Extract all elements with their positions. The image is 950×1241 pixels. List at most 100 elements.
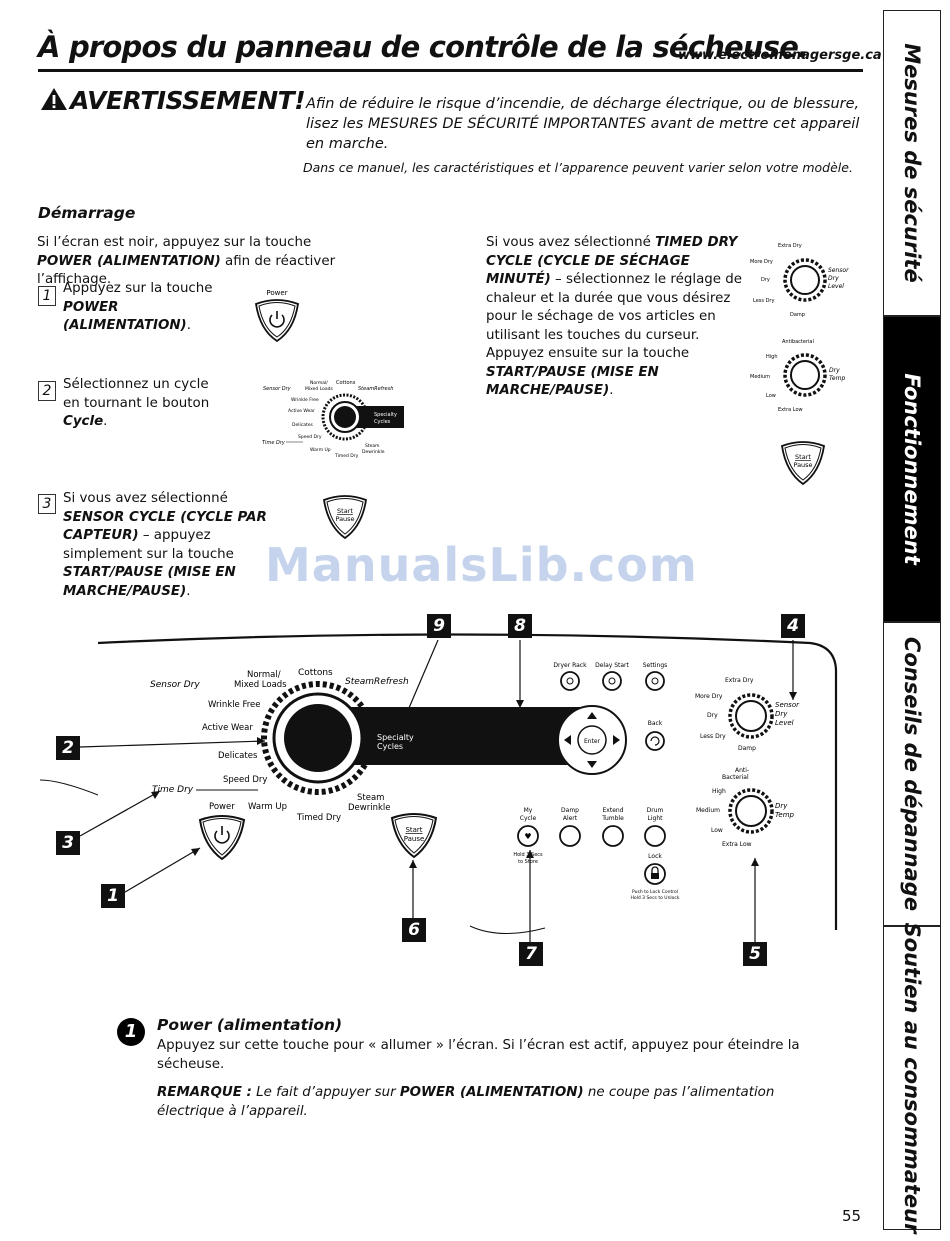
label-anti: Anti-	[735, 767, 749, 774]
warning-label: AVERTISSEMENT!	[70, 86, 306, 115]
arrow-head-7	[526, 850, 534, 858]
drum-light-button[interactable]	[644, 825, 666, 847]
my-cycle-button[interactable]: ♥	[517, 825, 539, 847]
navigation-pad[interactable]: Enter	[557, 705, 627, 775]
label-my-1: My	[524, 807, 533, 814]
start-pause-button[interactable]: Start Pause	[390, 813, 438, 859]
label-timed-dry: Timed Dry	[296, 813, 341, 823]
mini-cottons: Cottons	[336, 380, 356, 386]
arrow-head-5	[751, 858, 759, 866]
warning-text: Afin de réduire le risque d’incendie, de…	[306, 96, 860, 152]
back-button[interactable]	[645, 731, 665, 751]
label-extra-dry: Extra Dry	[725, 677, 754, 684]
sensor-dry-level-dial[interactable]	[728, 693, 774, 739]
mini-active-wear: Active Wear	[288, 408, 315, 414]
tab-conseils-de-depannage[interactable]: Conseils de dépannage	[883, 622, 941, 926]
settings-button[interactable]	[645, 671, 665, 691]
label-bacterial: Bacterial	[722, 774, 749, 781]
mini-less-dry: Less Dry	[753, 298, 774, 304]
mini-power-button: Power	[254, 289, 300, 343]
delay-start-button[interactable]	[602, 671, 622, 691]
label-sensor-dry: Sensor Dry	[150, 680, 200, 690]
mini-dry-temp-2: Temp	[829, 375, 845, 382]
label-active-wear: Active Wear	[202, 723, 253, 733]
mini-cycle-knob: Specialty Cycles Sensor Dry Normal/ Mixe…	[262, 380, 404, 459]
timed-dry-d: START/PAUSE (MISE EN MARCHE/PAUSE)	[486, 364, 659, 399]
lock-button[interactable]	[644, 863, 666, 885]
mini-steam-refresh: SteamRefresh	[358, 386, 393, 392]
mini-power-label: Power	[266, 289, 287, 297]
step-3-d: START/PAUSE (MISE EN MARCHE/PAUSE)	[63, 565, 236, 599]
mini-level: Level	[828, 283, 844, 290]
timed-dry-text: Si vous avez sélectionné TIMED DRY CYCLE…	[486, 234, 748, 401]
timed-dry-e: .	[609, 383, 614, 398]
mini-medium: Medium	[750, 374, 770, 380]
mini-steam: Steam	[365, 443, 380, 449]
mini-dewrinkle: Dewrinkle	[362, 449, 385, 455]
extend-tumble-button[interactable]	[602, 825, 624, 847]
tab-fonctionnement[interactable]: Fonctionnement	[883, 316, 941, 622]
power-section-number: 1	[117, 1018, 145, 1046]
mini-timed-dry: Timed Dry	[334, 453, 359, 459]
label-mixed: Mixed Loads	[234, 680, 287, 690]
svg-text:♥: ♥	[524, 832, 531, 841]
arrow-head-9	[402, 713, 409, 722]
tab-mesures-de-securite[interactable]: Mesures de sécurité	[883, 10, 941, 316]
callout-4: 4	[781, 614, 805, 638]
dryer-rack-button[interactable]	[560, 671, 580, 691]
mini-start-label: Start	[337, 507, 353, 515]
mini-extra-low: Extra Low	[778, 407, 803, 413]
label-damp: Damp	[738, 745, 756, 752]
tab-soutien-au-consommateur[interactable]: Soutien au consommateur	[883, 923, 941, 1233]
manualslib-watermark: ManualsLib.com	[265, 538, 698, 592]
label-warm-up: Warm Up	[248, 802, 287, 812]
mini-dry-temp-1: Dry	[829, 367, 840, 374]
website-link[interactable]: www.electromenagersge.ca	[678, 48, 882, 63]
label-dryer-rack: Dryer Rack	[553, 662, 587, 669]
label-lock: Lock	[648, 853, 662, 860]
step-3-text: Si vous avez sélectionné SENSOR CYCLE (C…	[63, 490, 293, 601]
step-3-c: – appuyez simplement sur la touche	[63, 528, 234, 562]
mini-dry: Dry	[761, 277, 770, 283]
damp-alert-button[interactable]	[559, 825, 581, 847]
lock-note-2: Hold 3 Secs to Unlock	[630, 895, 679, 901]
mini-dry-dials: Extra Dry More Dry Dry Less Dry Damp Sen…	[750, 243, 849, 413]
tab-label-support: Soutien au consommateur	[900, 922, 924, 1234]
label-damp-1: Damp	[561, 807, 579, 814]
label-medium: Medium	[696, 807, 720, 814]
mini-high: High	[766, 354, 778, 360]
step-3-a: Si vous avez sélectionné	[63, 491, 228, 506]
mini-sensor-dry: Sensor Dry	[263, 386, 292, 392]
power-button[interactable]	[198, 815, 246, 861]
label-dry-temp-1: Dry	[775, 802, 788, 810]
label-less-dry: Less Dry	[700, 733, 726, 740]
dry-temp-dial[interactable]	[728, 788, 774, 834]
lock-note-1: Push to Lock Control	[632, 889, 678, 895]
mini-start-label-2: Start	[795, 453, 811, 461]
callout-9: 9	[427, 614, 451, 638]
label-delay-start: Delay Start	[595, 662, 629, 669]
label-dry: Dry	[707, 712, 718, 719]
cycles-label: Cycles	[377, 742, 403, 751]
up-arrow-icon	[587, 712, 597, 719]
step-2-c: .	[103, 414, 108, 429]
mini-wrinkle-free: Wrinkle Free	[291, 397, 319, 403]
mini-dry-word: Dry	[828, 275, 839, 282]
timed-dry-c: – sélectionnez le réglage de chaleur et …	[486, 272, 743, 361]
mini-more-dry: More Dry	[750, 259, 773, 265]
down-arrow-icon	[587, 761, 597, 768]
label-delicates: Delicates	[218, 751, 258, 761]
label-damp-2: Alert	[563, 815, 578, 822]
label-dry-temp-2: Temp	[775, 811, 795, 819]
mini-low: Low	[766, 393, 776, 399]
left-arrow-icon	[564, 735, 571, 745]
tab-label-operation: Fonctionnement	[900, 373, 924, 565]
mini-antibacterial: Antibacterial	[782, 339, 814, 345]
control-panel-diagram: Specialty Cycles Sensor Dry Normal/ Mixe…	[39, 633, 838, 947]
note-label: REMARQUE :	[157, 1085, 252, 1100]
mini-speed-dry: Speed Dry	[298, 434, 322, 440]
arrow-head-6	[409, 860, 417, 868]
mini-time-dry: Time Dry	[262, 440, 286, 446]
arrow-head-8	[516, 700, 524, 708]
mini-cycles-label: Cycles	[374, 419, 391, 425]
